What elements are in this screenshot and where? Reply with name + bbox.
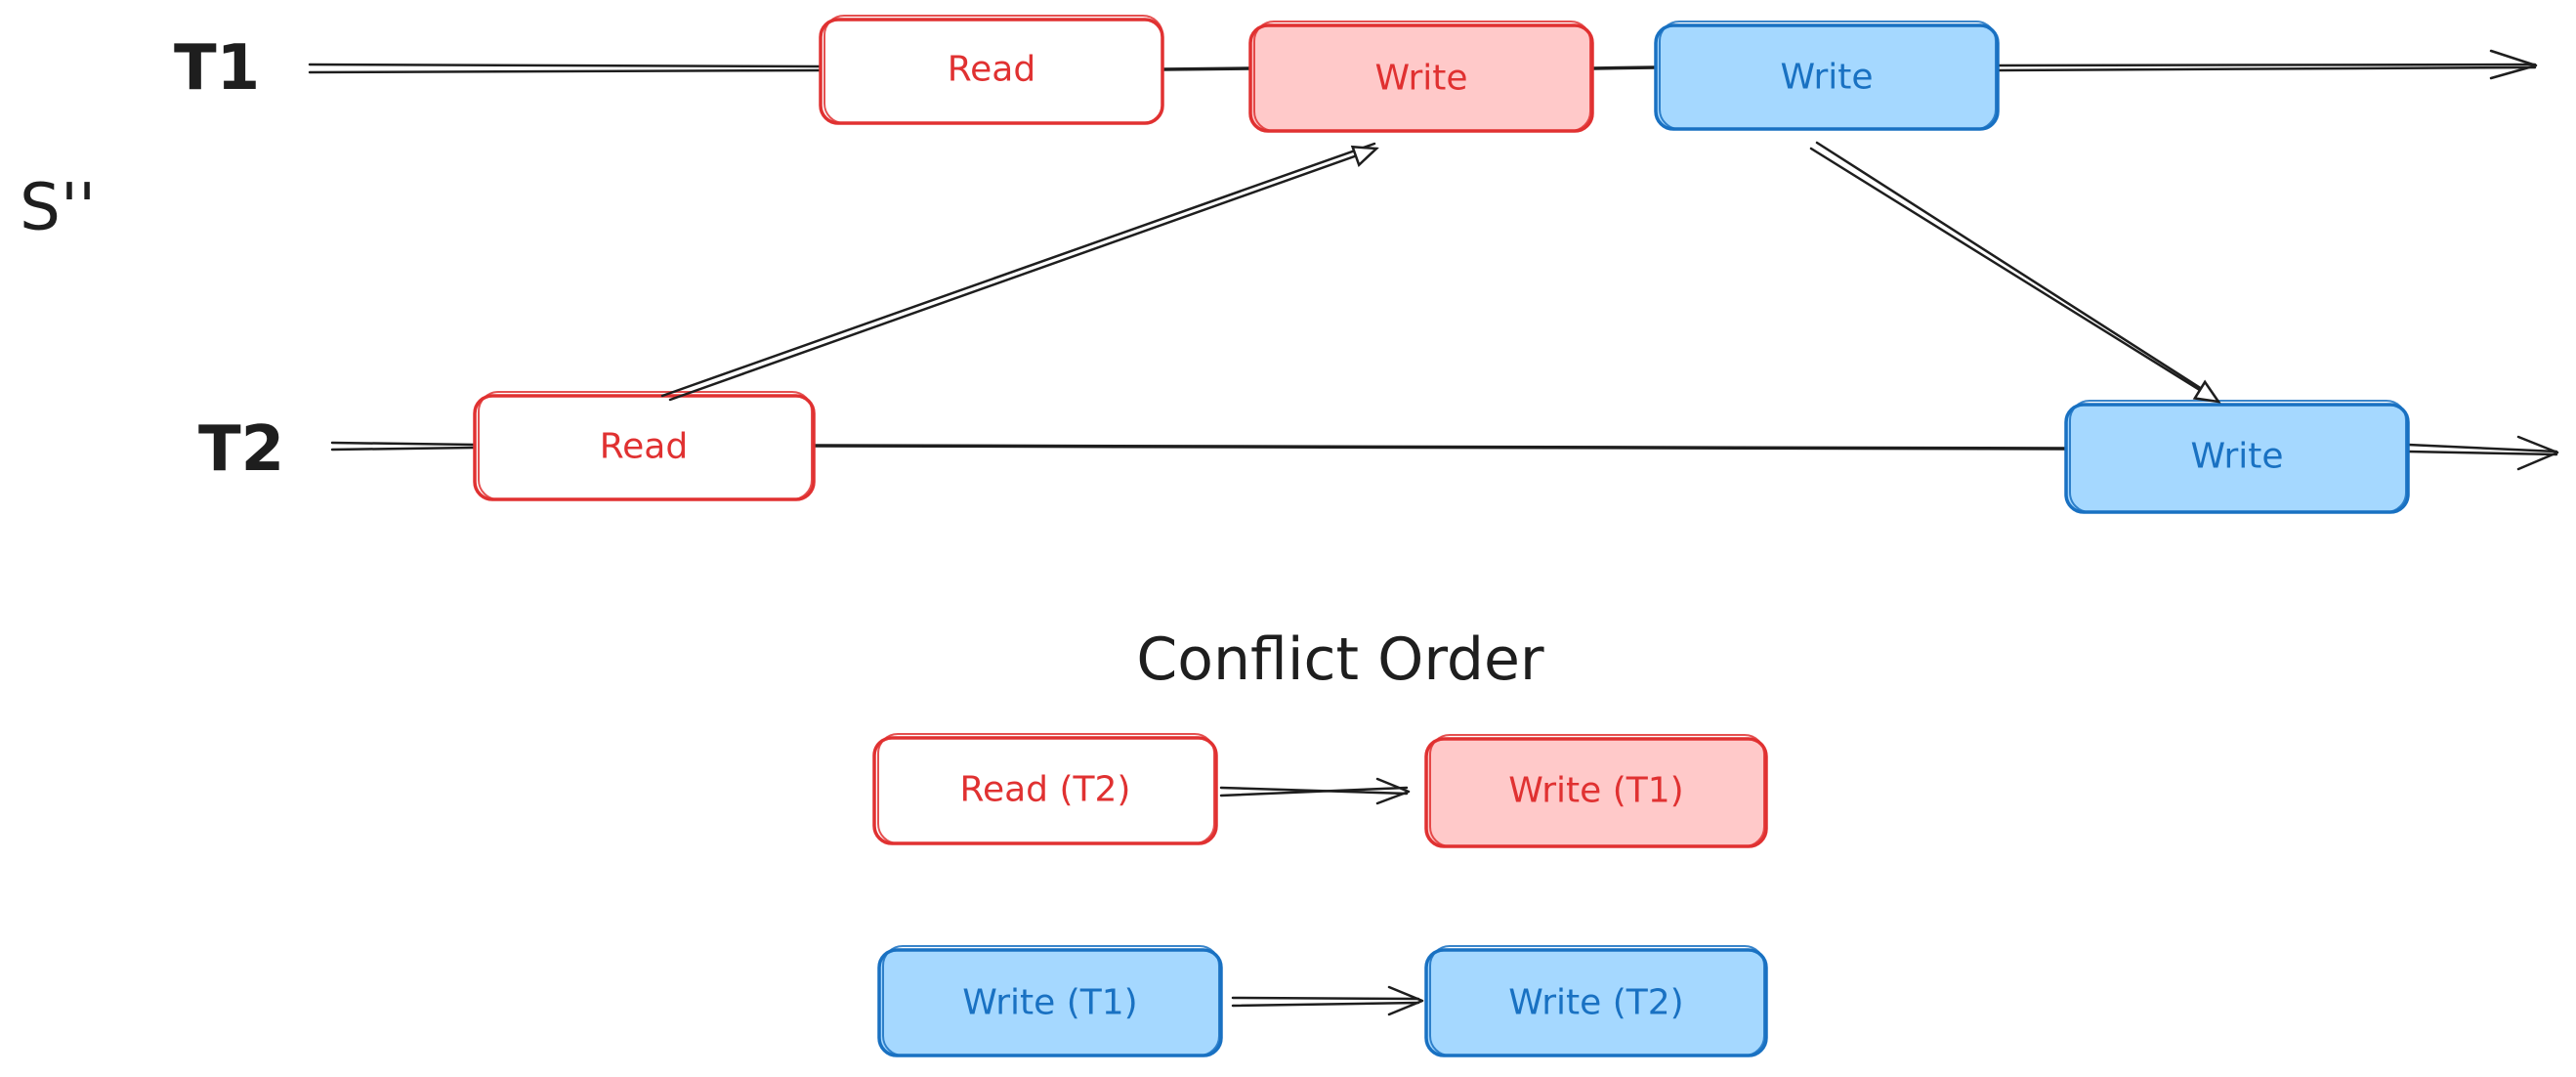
- t2-read-label: Read: [600, 427, 688, 467]
- pair1-from-label: Read (T2): [960, 770, 1131, 810]
- conflict-pair-2: Write (T1) Write (T2): [877, 945, 1768, 1057]
- t1-read-label: Read: [948, 50, 1035, 90]
- conflict-order-title: Conflict Order: [1136, 625, 1544, 694]
- pair2-from-box: Write (T1): [877, 945, 1223, 1057]
- conflict-pair-1: Read (T2) Write (T1): [872, 733, 1768, 848]
- pair1-to-box: Write (T1): [1424, 734, 1768, 848]
- timeline-t1-label: T1: [174, 32, 260, 105]
- schedule-label: S'': [20, 170, 96, 245]
- timeline-t1: [308, 49, 2538, 80]
- pair1-from-box: Read (T2): [872, 733, 1218, 845]
- pair2-arrow: [1231, 985, 1424, 1016]
- t2-write-box: Write: [2064, 400, 2410, 514]
- t1-read-box: Read: [819, 15, 1164, 125]
- pair1-arrow: [1219, 777, 1411, 805]
- t1-write-blue-box: Write: [1654, 21, 2000, 131]
- t1-write-red-label: Write: [1374, 59, 1467, 99]
- arrow-t2read-to-t1write: [660, 142, 1376, 402]
- t1-write-red-box: Write: [1248, 21, 1594, 133]
- t1-write-blue-label: Write: [1780, 58, 1873, 98]
- pair2-to-box: Write (T2): [1424, 945, 1768, 1057]
- pair1-to-label: Write (T1): [1508, 771, 1683, 811]
- pair2-to-label: Write (T2): [1508, 983, 1683, 1023]
- pair2-from-label: Write (T1): [962, 983, 1137, 1023]
- timeline-t2-label: T2: [198, 413, 284, 486]
- t2-read-box: Read: [473, 391, 816, 501]
- timeline-t2: [330, 435, 2559, 471]
- t2-write-label: Write: [2190, 437, 2283, 477]
- arrow-t1write-to-t2write: [1809, 141, 2218, 402]
